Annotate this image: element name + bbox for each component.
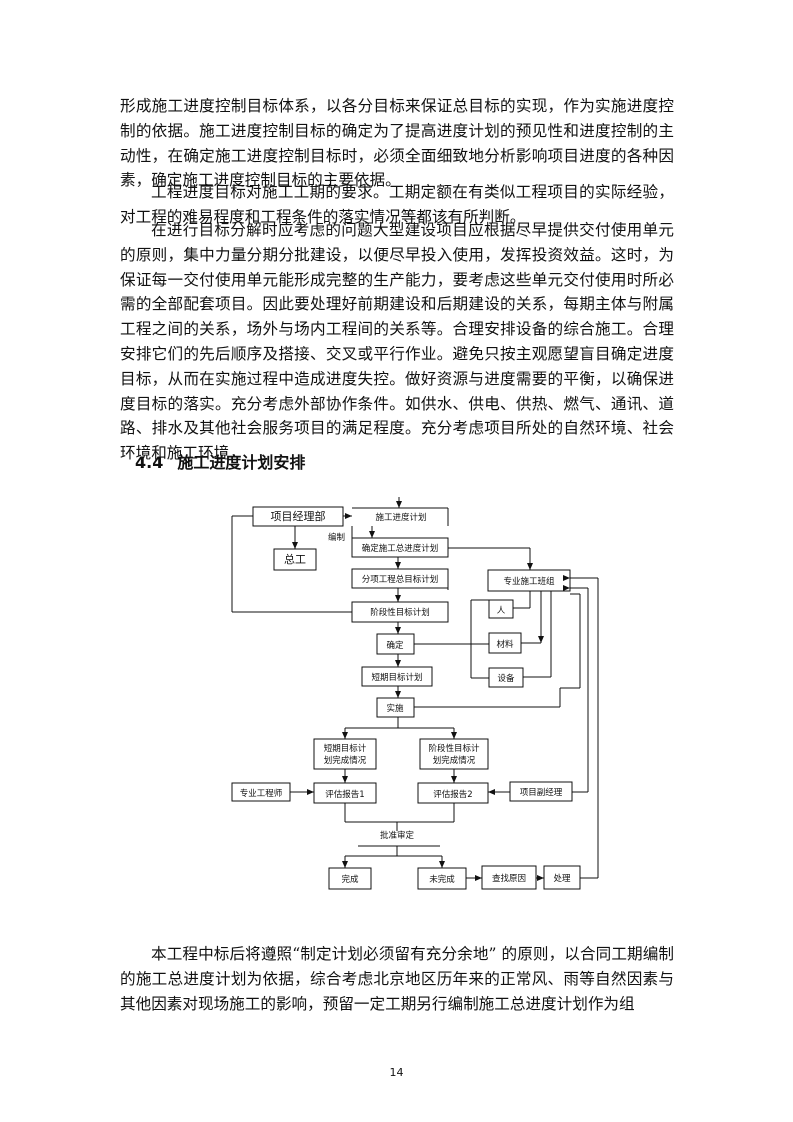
master-schedule-label: 确定施工总进度计划 [362,543,439,554]
chief-engineer-label: 总工 [284,552,306,566]
implement-label: 实施 [386,703,404,714]
specialty-team-label: 专业施工班组 [503,576,555,587]
stage-done-box [419,738,489,770]
completed-box [328,867,372,890]
construction-schedule-label: 施工进度计划 [375,512,426,523]
labor-label: 人 [497,606,506,616]
deputy-manager-label: 项目副经理 [520,787,563,798]
paragraph-2: 工程进度目标对施工工期的要求。工期定额在有类似工程项目的实际经验，对工程的难易程… [120,183,674,226]
section-title: 施工进度计划安排 [177,453,306,472]
confirm-label: 确定 [386,640,404,651]
short-term-plan-label: 短期目标计划 [371,672,422,683]
sub-targets-label: 分项工程总目标计划 [362,574,439,585]
short-term-done-box [313,738,377,770]
paragraph-3: 在进行目标分解时应考虑的问题大型建设项目应根据尽早提供交付使用单元的原则，集中力… [120,221,674,463]
handle-label: 处理 [553,873,571,884]
project-manager-label: 项目经理部 [271,509,326,523]
specialty-engineer-label: 专业工程师 [240,788,283,799]
evaluation-report-2-label: 评估报告2 [433,789,472,800]
short-term-done-label-2: 划完成情况 [324,755,367,766]
compile-label: 编制 [328,532,345,543]
materials-label: 材料 [496,639,514,650]
approval-label: 批准审定 [380,830,415,841]
analyze-cause-label: 查找原因 [492,873,526,884]
page-number: 14 [389,1066,404,1079]
section-heading: 4.4 施工进度计划安排 [135,449,305,473]
completed-label: 完成 [341,874,359,885]
flow-connectors [231,497,599,881]
short-term-plan-box [361,666,433,687]
specialty-team-box [487,569,571,592]
equipment-label: 设备 [497,673,515,684]
paragraph-4-text: 本工程中标后将遵照“制定计划必须留有充分余地” 的原则，以合同工期编制的施工总进… [120,945,674,1013]
not-completed-label: 未完成 [429,874,455,885]
paragraph-1: 形成施工进度控制目标体系，以各分目标来保证总目标的实现，作为实施进度控制的依据。… [120,97,674,190]
short-term-done-label-1: 短期目标计 [324,743,367,754]
stage-plan-label: 阶段性目标计划 [370,607,430,618]
stage-done-label-1: 阶段性目标计 [428,743,480,754]
schedule-flowchart: 项目经理部 施工进度计划 编制 总工 确定施工总进度计划 分项工程总目标计划 专… [231,497,599,890]
stage-done-label-2: 划完成情况 [433,755,476,766]
evaluation-report-1-label: 评估报告1 [325,789,364,800]
paragraph-4: 本工程中标后将遵照“制定计划必须留有充分余地” 的原则，以合同工期编制的施工总进… [120,942,674,1016]
section-number: 4.4 [135,453,164,472]
labor-box [488,599,514,619]
